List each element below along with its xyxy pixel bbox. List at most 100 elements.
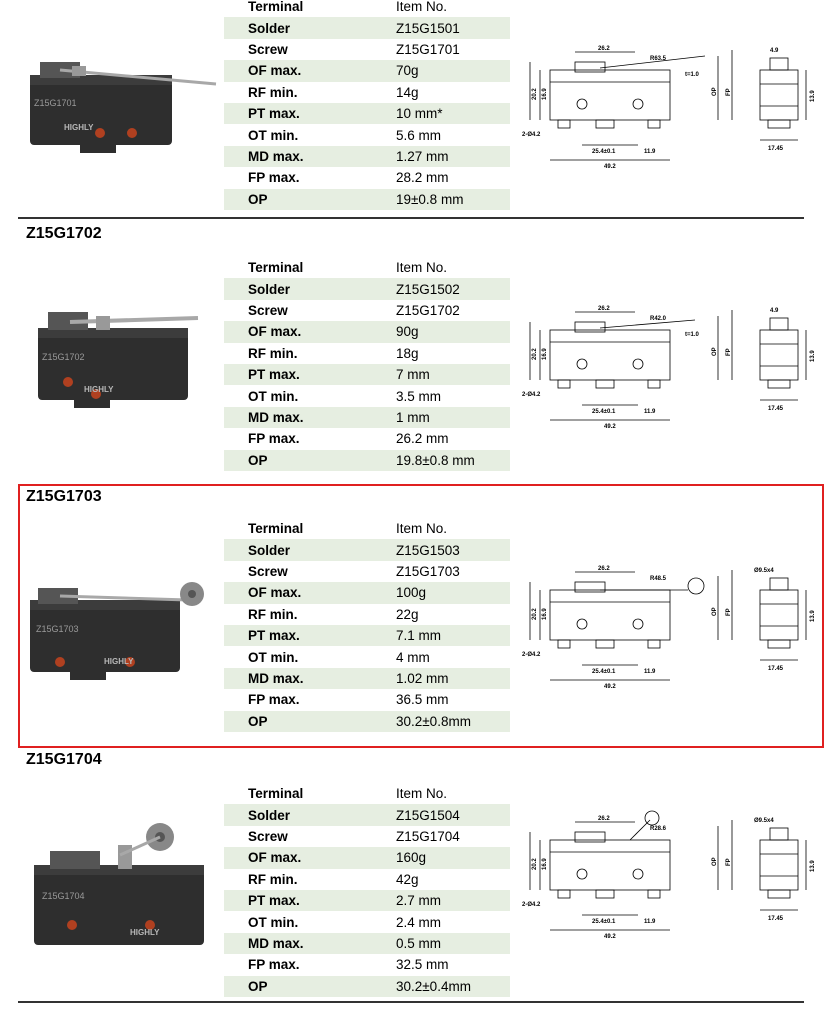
dim-radius-label: R28.6 (650, 826, 667, 832)
dim-fp-label: FP (726, 858, 732, 866)
spec-label: FP max. (248, 692, 300, 708)
spec-value: 100g (374, 582, 510, 604)
switch-photo-z15g1703: Z15G1703 HIGHLY (30, 582, 204, 680)
spec-row: FP max.36.5 mm (224, 689, 510, 710)
spec-value: Item No. (396, 521, 448, 537)
divider (18, 1001, 804, 1003)
spec-value: 26.2 mm (396, 431, 449, 447)
dim-height2-label: 16.9 (542, 608, 548, 620)
dim-top-label: 26.2 (598, 816, 610, 822)
dim-hole-label: 2-Ø4.2 (522, 392, 541, 398)
spec-row: PT max.7.1 mm (224, 624, 510, 647)
spec-value: Z15G1501 (374, 17, 510, 39)
photo-brand-text: HIGHLY (104, 657, 134, 666)
dim-op-label: OP (712, 607, 718, 616)
dim-height2-label: 16.9 (542, 88, 548, 100)
spec-label: PT max. (224, 102, 374, 125)
dim-op-label: OP (712, 87, 718, 96)
spec-row: PT max.7 mm (224, 363, 510, 386)
spec-value: 7 mm (374, 363, 510, 386)
switch-photo-z15g1701: Z15G1701 HIGHLY (30, 62, 217, 153)
spec-label: OP (224, 975, 374, 997)
spec-value: 4 mm (396, 649, 430, 665)
dim-height2-label: 16.9 (542, 858, 548, 870)
spec-label: OF max. (224, 60, 374, 82)
spec-value: 19.8±0.8 mm (374, 449, 510, 471)
spec-row: RF min. 14g (224, 82, 510, 103)
spec-value: Z15G1702 (396, 302, 460, 318)
dim-op-label: OP (712, 857, 718, 866)
side-height-label: 13.9 (810, 610, 816, 622)
spec-value: 3.5 mm (396, 388, 442, 404)
spec-value: 14g (396, 84, 419, 100)
section-title-z15g1704: Z15G1704 (26, 751, 102, 768)
spec-row: RF min.18g (224, 343, 510, 364)
dim-fp-label: FP (726, 88, 732, 96)
spec-label: Solder (224, 278, 374, 300)
side-width-label: 17.45 (768, 406, 784, 412)
side-height-label: 13.9 (810, 860, 816, 872)
spec-label: PT max. (224, 624, 374, 647)
spec-row: OT min.5.6 mm (224, 124, 510, 145)
spec-value: 30.2±0.4mm (374, 975, 510, 997)
side-width-label: 17.45 (768, 146, 784, 152)
spec-value: 28.2 mm (396, 170, 449, 186)
switch-photo-z15g1704: Z15G1704 HIGHLY (34, 823, 204, 945)
dim-length-label: 49.2 (604, 684, 616, 690)
spec-label: Screw (248, 563, 288, 579)
spec-row: MD max.1 mm (224, 406, 510, 429)
dim-offset-label: 11.9 (644, 919, 656, 925)
spec-row: MD max.0.5 mm (224, 932, 510, 955)
spec-row: PT max.10 mm* (224, 102, 510, 125)
dim-height-label: 20.2 (532, 348, 538, 360)
spec-row: PT max.2.7 mm (224, 889, 510, 912)
spec-label: OP (224, 449, 374, 471)
photo-model-text: Z15G1703 (36, 624, 79, 634)
photo-brand-text: HIGHLY (130, 928, 160, 937)
side-top-label: 4.9 (770, 48, 779, 54)
spec-row: MD max.1.02 mm (224, 667, 510, 690)
spec-label: MD max. (224, 406, 374, 429)
spec-label: OT min. (248, 649, 299, 665)
spec-label: OF max. (224, 582, 374, 604)
spec-row: OF max.70g (224, 60, 510, 82)
dim-top-label: 26.2 (598, 306, 610, 312)
spec-row: RF min.42g (224, 869, 510, 890)
spec-label: OT min. (248, 914, 299, 930)
dim-length-label: 49.2 (604, 424, 616, 430)
photo-model-text: Z15G1702 (42, 352, 85, 362)
dim-radius-label: R63.5 (650, 56, 667, 62)
dim-hole-label: 2-Ø4.2 (522, 132, 541, 138)
spec-value: 70g (374, 60, 510, 82)
spec-label: Terminal (248, 260, 304, 276)
spec-value: 90g (374, 321, 510, 343)
spec-value: 7.1 mm (374, 624, 510, 647)
photo-model-text: Z15G1701 (34, 98, 77, 108)
spec-value: 160g (374, 847, 510, 869)
spec-value: Z15G1502 (374, 278, 510, 300)
spec-value: Item No. (396, 786, 448, 802)
dim-top-label: 26.2 (598, 566, 610, 572)
spec-value: Z15G1503 (374, 539, 510, 561)
divider (18, 217, 804, 219)
dim-height-label: 20.2 (532, 88, 538, 100)
spec-value: 30.2±0.8mm (374, 710, 510, 732)
spec-label: MD max. (224, 932, 374, 955)
spec-label: FP max. (248, 431, 300, 447)
spec-label: PT max. (224, 363, 374, 386)
spec-label: RF min. (248, 84, 298, 100)
dim-height-label: 20.2 (532, 608, 538, 620)
